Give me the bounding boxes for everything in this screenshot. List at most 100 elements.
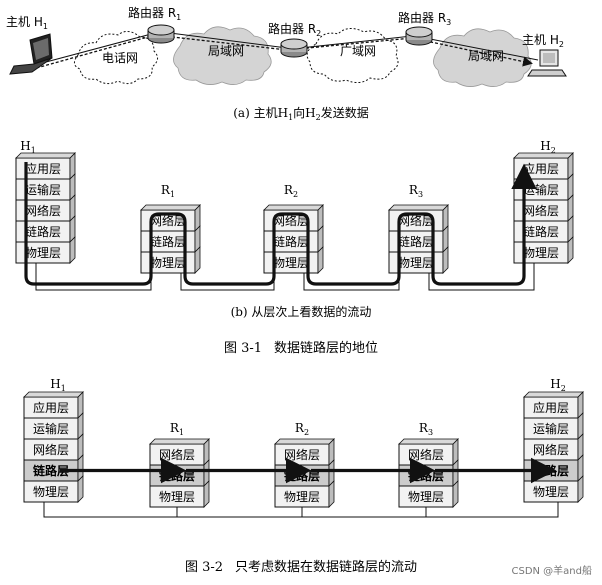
layer-label: 网络层 [284,447,320,462]
layer-label: 链路层 [25,224,61,239]
stack-label-h2-c: H2 [550,377,566,393]
cloud-label-wan: 广域网 [340,44,376,58]
physical-links [43,502,559,518]
layer-label: 运输层 [25,182,61,197]
layer-label: 物理层 [25,246,61,260]
part-c-link-layer-flow: 应用层运输层网络层链路层物理层应用层运输层网络层链路层物理层网络层链路层物理层网… [23,377,584,518]
layer-label: 链路层 [273,234,309,249]
layer-side [77,475,84,503]
stack-label-h1: H1 [20,139,36,155]
layer-side [194,246,201,274]
layer-label: 网络层 [33,442,69,457]
layer-label: 网络层 [523,203,559,218]
stack-top [15,152,76,159]
layer-label: 网络层 [408,447,444,462]
stack-top [274,438,335,445]
stack-top [513,152,574,159]
layer-label: 物理层 [284,490,320,504]
stack-label-r1: R1 [161,183,175,199]
stack-top [140,204,201,211]
stack-label-r3: R3 [409,183,423,199]
cloud-lan-1: 局域网 [173,26,272,85]
cloud-telephone-network: 电话网 [74,31,158,85]
layer-side [328,480,335,508]
layer-label: 物理层 [159,490,195,504]
stack-label-r2-c: R2 [295,421,309,437]
router-r3-icon [405,26,433,46]
layer-label: 网络层 [398,213,434,228]
stack-top [388,204,449,211]
layer-label: 物理层 [523,246,559,260]
layer-label: 应用层 [25,161,61,176]
layer-label: 运输层 [533,421,569,436]
host-h2-label: 主机 H2 [522,33,564,49]
stack-label-r3-c: R3 [419,421,433,437]
layer-label: 链路层 [398,234,434,249]
router-r1-label: 路由器 R1 [128,5,181,22]
stack-top [23,391,84,398]
router-r3-label: 路由器 R3 [398,10,451,27]
stack-top [398,438,459,445]
layer-label: 应用层 [33,400,69,415]
layer-side [567,236,574,264]
layer-label: 网络层 [150,213,186,228]
layer-label: 物理层 [150,256,186,270]
caption-b: (b) 从层次上看数据的流动 [231,304,372,319]
cloud-label-telephone: 电话网 [102,51,138,65]
stack-top [149,438,210,445]
part-b-layer-flow: 应用层运输层网络层链路层物理层应用层运输层网络层链路层物理层网络层链路层物理层网… [15,139,574,291]
stack-label-r2: R2 [284,183,298,199]
layer-side [203,480,210,508]
layer-label: 链路层 [150,234,186,249]
host-h2-desktop-icon [527,49,567,77]
stack-top [263,204,324,211]
layer-label: 运输层 [33,421,69,436]
cloud-label-lan-1: 局域网 [208,44,244,58]
router-r2-icon [280,38,308,58]
layer-label: 应用层 [533,400,569,415]
layer-label: 物理层 [398,256,434,270]
layer-label: 应用层 [523,161,559,176]
cloud-wan: 广域网 [306,28,399,84]
data-flow-path [24,162,537,286]
layer-label: 网络层 [273,213,309,228]
stack-label-h1-c: H1 [50,377,66,393]
part-a-network-topology: 电话网 局域网 广域网 局域网 [6,5,567,122]
stack-label-r1-c: R1 [170,421,184,437]
cloud-lan-2: 局域网 [433,28,532,87]
layer-side [452,480,459,508]
layer-label: 物理层 [273,256,309,270]
router-r2-label: 路由器 R2 [268,21,321,38]
layer-side [69,236,76,264]
layer-label: 网络层 [25,203,61,218]
host-h1-laptop-icon [9,33,53,75]
watermark: CSDN @羊and船 [511,564,592,577]
layer-side [317,246,324,274]
layer-label: 链路层 [523,224,559,239]
layer-side [577,475,584,503]
layer-label: 物理层 [33,485,69,499]
layer-label: 运输层 [523,182,559,197]
cloud-label-lan-2: 局域网 [468,49,504,63]
layer-label: 网络层 [159,447,195,462]
layer-label: 物理层 [408,490,444,504]
layer-label: 网络层 [533,442,569,457]
host-h1-label: 主机 H1 [6,15,48,31]
layer-label: 链路层 [33,463,69,478]
caption-a: (a) 主机H1向H2发送数据 [233,105,369,122]
layer-side [442,246,449,274]
router-r1-icon [147,24,175,44]
stack-label-h2: H2 [540,139,556,155]
